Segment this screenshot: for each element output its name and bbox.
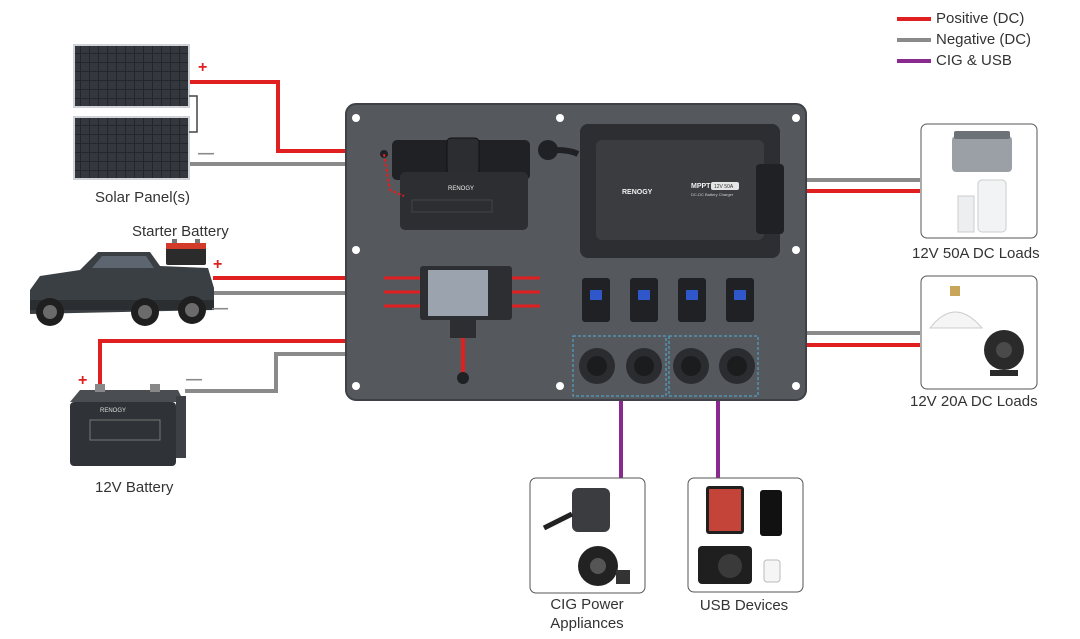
wires [98,80,920,478]
legend-swatch-positive [897,16,931,21]
usb-label: USB Devices [699,597,789,614]
legend-swatch-cig-usb [897,58,931,63]
rocker-switches [582,278,754,322]
wire-battery-negative [185,352,350,393]
cig-label-line1: CIG Power [550,596,624,613]
usb-box [687,477,804,593]
wire-solar-positive [190,80,350,153]
solar-jumper [189,95,198,133]
solar-plus-sign: + [198,59,208,76]
battery-brand: RENOGY [100,408,126,414]
legend-item-negative: Negative (DC) [897,29,1031,50]
solar-panel-top [73,44,190,108]
load-50a-label: 12V 50A DC Loads [912,245,1040,262]
legend-item-cig-usb: CIG & USB [897,50,1031,71]
dc-dc-charger: RENOGY MPPT 12V 50A DC-DC Battery Charge… [580,124,784,258]
cig-label-line2: Appliances [550,615,624,632]
fuse-block [384,266,540,384]
charger-title: MPPT [691,183,711,190]
solar-panel-label: Solar Panel(s) [95,189,191,206]
battery-12v-label: 12V Battery [95,479,174,496]
battery-switch: RENOGY [380,137,580,230]
pickup-truck [30,252,214,326]
charger-brand: RENOGY [622,189,653,196]
solar-minus-sign: — [198,145,214,162]
battery-plus-sign: + [78,372,88,389]
legend-swatch-negative [897,37,931,42]
legend-label-cig-usb: CIG & USB [936,52,1012,69]
solar-panel-bottom [73,116,190,180]
battery-12v: RENOGY [70,384,186,466]
sockets [572,335,759,397]
load-20a-label: 12V 20A DC Loads [910,393,1038,410]
charger-rating: 12V 50A [714,184,734,190]
load-50a-box [920,123,1038,239]
starter-battery-icon [166,239,206,265]
cig-box [529,477,646,594]
charger-subtitle: DC-DC Battery Charger [691,192,734,197]
legend: Positive (DC) Negative (DC) CIG & USB [897,8,1031,71]
switch-brand: RENOGY [448,186,474,192]
starter-minus-sign: — [212,300,228,317]
battery-minus-sign: — [186,371,202,388]
legend-item-positive: Positive (DC) [897,8,1031,29]
starter-battery-label: Starter Battery [132,223,229,240]
solar-panels [73,44,198,180]
legend-label-negative: Negative (DC) [936,31,1032,48]
load-20a-box [920,275,1038,390]
wire-battery-positive [98,339,350,392]
starter-plus-sign: + [213,256,223,273]
legend-label-positive: Positive (DC) [936,10,1025,27]
